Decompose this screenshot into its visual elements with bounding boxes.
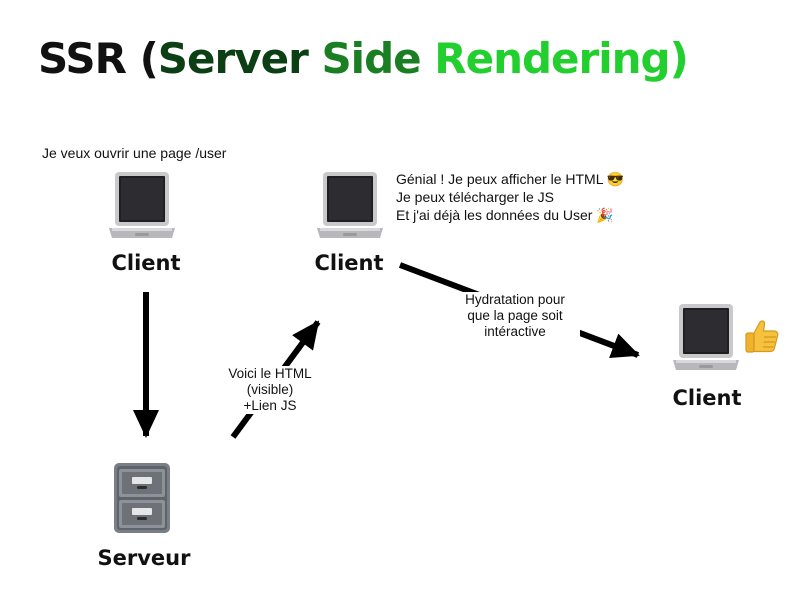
client2-note-line: Et j'ai déjà les données du User 🎉: [396, 207, 614, 223]
client2-note-line: Génial ! Je peux afficher le HTML 😎: [396, 171, 625, 187]
client2-note: Génial ! Je peux afficher le HTML 😎 Je p…: [396, 170, 624, 224]
edge-label-line: (visible): [246, 382, 294, 397]
title-part-server: Server: [157, 34, 322, 83]
client3-label: Client: [672, 386, 742, 410]
laptop-icon: [673, 304, 739, 370]
thumbs-up-icon: [745, 320, 779, 353]
filing-cabinet-icon: [114, 463, 170, 533]
edge-label-line: intéractive: [484, 324, 546, 339]
client1-label: Client: [111, 251, 181, 275]
title-part-ssr: SSR (: [38, 34, 159, 83]
page-title: SSR (Server Side Rendering): [38, 34, 689, 83]
edge-label-line: Hydratation pour: [465, 292, 565, 307]
edge-label-server-to-client: Voici le HTML (visible) +Lien JS: [214, 366, 326, 414]
client1-note: Je veux ouvrir une page /user: [42, 145, 227, 161]
edge-label-line: Voici le HTML: [228, 366, 312, 381]
edge-label-line: +Lien JS: [243, 398, 297, 413]
laptop-icon: [317, 172, 383, 238]
client2-note-line: Je peux télécharger le JS: [396, 189, 554, 205]
title-part-rendering: Rendering): [434, 34, 689, 83]
laptop-icon: [109, 172, 175, 238]
edge-label-hydration: Hydratation pour que la page soit intéra…: [450, 292, 580, 340]
edge-label-line: que la page soit: [467, 308, 563, 323]
client2-label: Client: [314, 251, 384, 275]
server-label: Serveur: [97, 546, 191, 570]
title-part-side: Side: [321, 34, 435, 83]
